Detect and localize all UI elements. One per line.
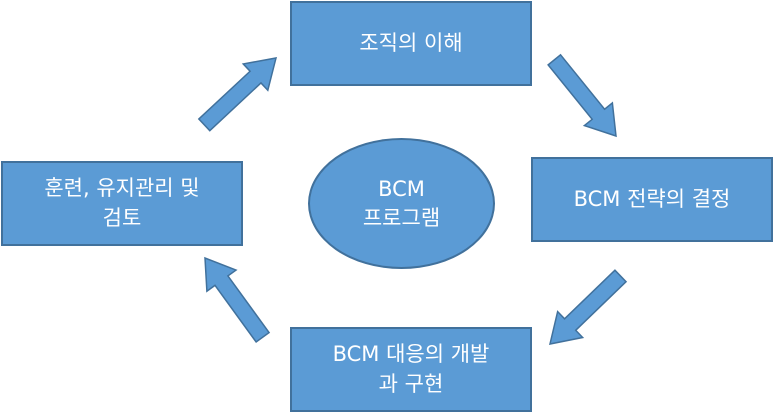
step-develop-implement-response: BCM 대응의 개발 과 구현 — [290, 327, 532, 412]
step-exercise-maintain-review: 훈련, 유지관리 및 검토 — [1, 161, 243, 246]
step-determine-bcm-strategy-label: BCM 전략의 결정 — [573, 186, 731, 211]
bcm-program-center-label: BCM 프로그램 — [362, 177, 441, 230]
arrow-bottom-to-left — [189, 246, 278, 349]
arrow-left-to-top — [191, 44, 290, 139]
step-exercise-maintain-review-label: 훈련, 유지관리 및 검토 — [44, 176, 200, 230]
arrow-right-to-bottom — [536, 262, 634, 358]
step-determine-bcm-strategy: BCM 전략의 결정 — [531, 157, 773, 242]
step-understand-organization: 조직의 이해 — [290, 1, 532, 86]
step-understand-organization-label: 조직의 이해 — [359, 30, 463, 55]
bcm-program-center: BCM 프로그램 — [308, 138, 495, 269]
arrow-top-to-right — [539, 47, 631, 149]
step-develop-implement-response-label: BCM 대응의 개발 과 구현 — [332, 342, 490, 396]
